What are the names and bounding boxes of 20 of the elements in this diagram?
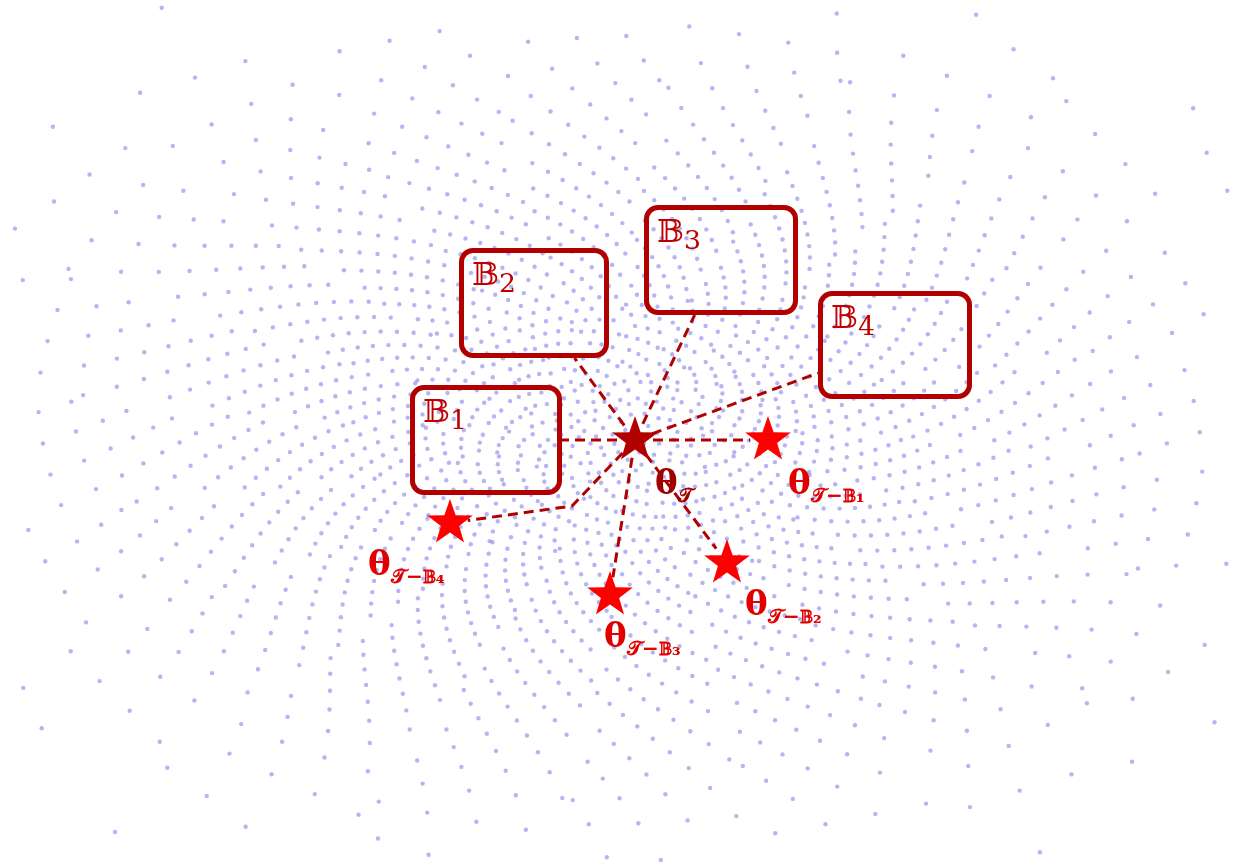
dashed-line [641,314,697,425]
set-label: 𝔹$_{3}$ [657,214,701,255]
dashed-line [573,357,626,427]
dashed-line [467,451,624,522]
dashed-line [651,371,819,436]
parameter-label: θ$_{𝒯−𝔹₁}$ [788,464,865,507]
dashed-line [611,457,634,578]
region-box [818,291,972,399]
region-box [644,205,798,315]
set-label: 𝔹$_{4}$ [831,300,875,341]
region-box [410,385,562,495]
parameter-label: θ$_{𝒯−𝔹₂}$ [745,585,822,628]
set-label: 𝔹$_{1}$ [423,394,467,435]
set-label: 𝔹$_{2}$ [472,257,516,298]
parameter-label: θ$_{𝒯−𝔹₄}$ [368,545,445,588]
dashed-line [562,438,617,442]
dashed-line [644,453,718,550]
parameter-label: θ$_{𝒯−𝔹₃}$ [604,617,681,660]
region-box [459,248,609,358]
dashed-line [653,438,750,442]
